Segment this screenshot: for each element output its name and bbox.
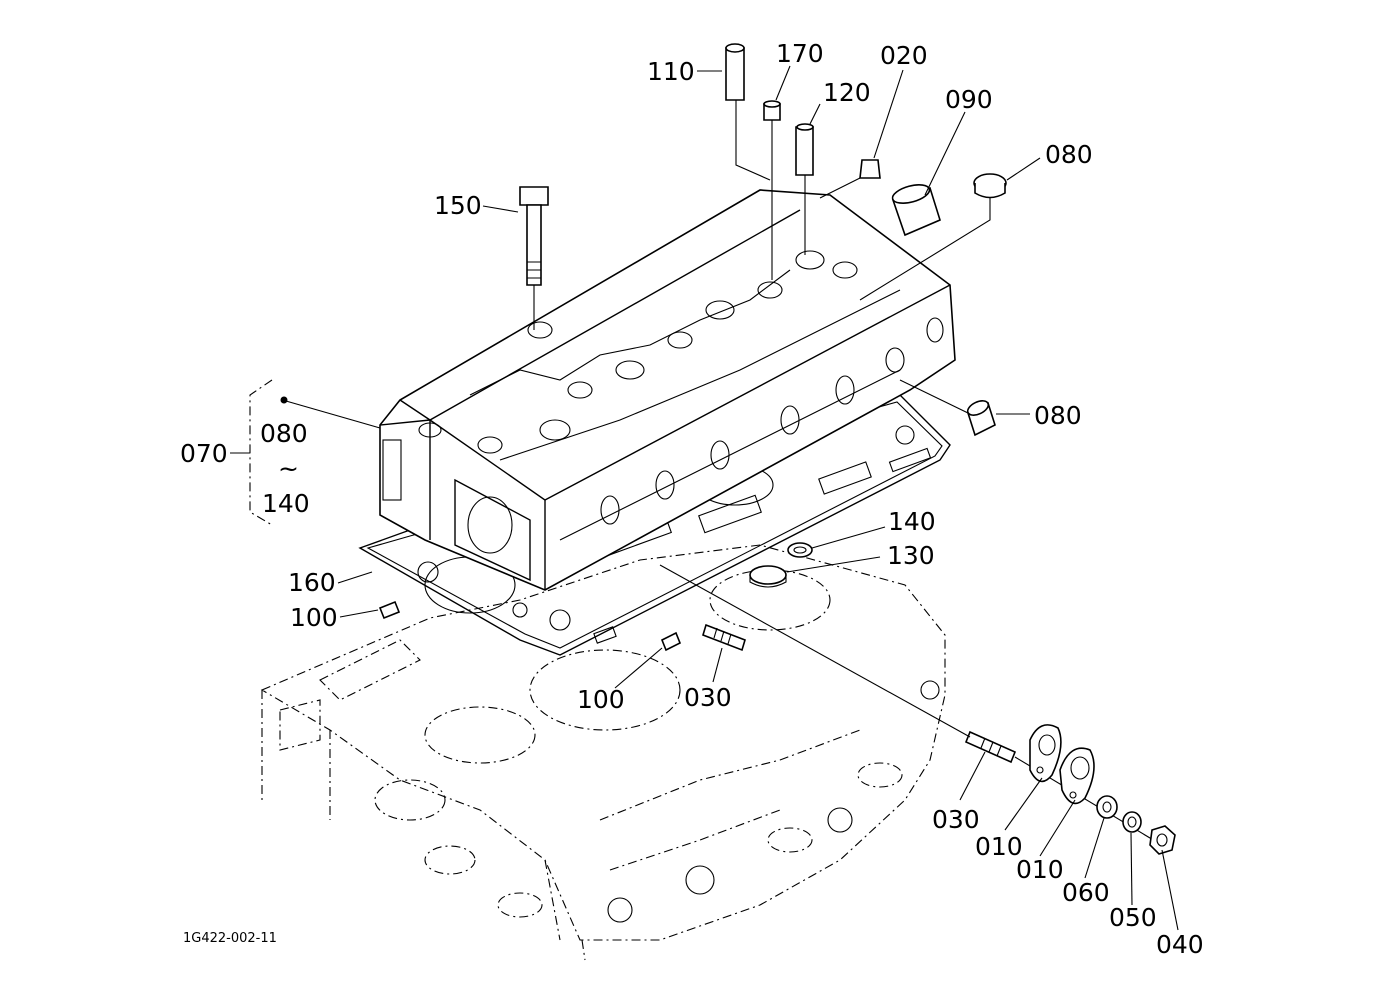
part-120-valve-guide bbox=[795, 123, 814, 255]
callout-070: 070 bbox=[180, 439, 228, 468]
leader-lines bbox=[280, 65, 1179, 931]
part-010-bracket-b bbox=[1059, 747, 1095, 805]
part-140-ring bbox=[787, 542, 813, 558]
part-100-dowel-mid bbox=[660, 631, 682, 652]
group-070-bracket bbox=[230, 379, 273, 526]
callout-labels: 110 170 120 020 090 080 150 080 070 080 … bbox=[180, 39, 1204, 959]
part-130-ring bbox=[749, 565, 787, 588]
part-110-valve-guide bbox=[725, 43, 771, 181]
callout-080-top: 080 bbox=[1045, 140, 1093, 169]
callout-060: 060 bbox=[1062, 878, 1110, 907]
part-030-stud-mid bbox=[702, 623, 746, 652]
cylinder-block bbox=[260, 544, 946, 961]
callout-150: 150 bbox=[434, 191, 482, 220]
callout-120: 120 bbox=[823, 78, 871, 107]
callout-010-b: 010 bbox=[1016, 855, 1064, 884]
callout-010-a: 010 bbox=[975, 832, 1023, 861]
callout-080-right: 080 bbox=[1034, 401, 1082, 430]
callout-030-right: 030 bbox=[932, 805, 980, 834]
callout-090: 090 bbox=[945, 85, 993, 114]
part-010-bracket-a bbox=[1029, 724, 1062, 783]
part-170-stem-seal bbox=[763, 100, 781, 280]
part-020-plug bbox=[819, 159, 881, 199]
callout-170: 170 bbox=[776, 39, 824, 68]
part-100-dowel-left bbox=[378, 600, 401, 620]
callout-130: 130 bbox=[887, 541, 935, 570]
callout-140: 140 bbox=[888, 507, 936, 536]
callout-070-range-tilde: ~ bbox=[278, 454, 299, 483]
part-150-head-bolt bbox=[519, 186, 549, 330]
callout-100-left: 100 bbox=[290, 603, 338, 632]
cylinder-head bbox=[379, 189, 956, 591]
callout-030-mid: 030 bbox=[684, 683, 732, 712]
callout-100-mid: 100 bbox=[577, 685, 625, 714]
callout-110: 110 bbox=[647, 57, 695, 86]
part-040-nut bbox=[1149, 825, 1176, 855]
drawing-id: 1G422-002-11 bbox=[183, 931, 277, 946]
callout-020: 020 bbox=[880, 41, 928, 70]
part-080-cap-top bbox=[859, 173, 1007, 301]
part-090-cap bbox=[891, 184, 941, 237]
callout-040: 040 bbox=[1156, 930, 1204, 959]
part-060-washer bbox=[1096, 795, 1118, 819]
callout-050: 050 bbox=[1109, 903, 1157, 932]
callout-070-range-to: 140 bbox=[262, 489, 310, 518]
part-080-cap-right bbox=[899, 379, 996, 437]
part-030-stud-right bbox=[659, 564, 1171, 851]
callout-070-range-from: 080 bbox=[260, 419, 308, 448]
callout-160: 160 bbox=[288, 568, 336, 597]
part-050-lock-washer bbox=[1122, 811, 1142, 833]
